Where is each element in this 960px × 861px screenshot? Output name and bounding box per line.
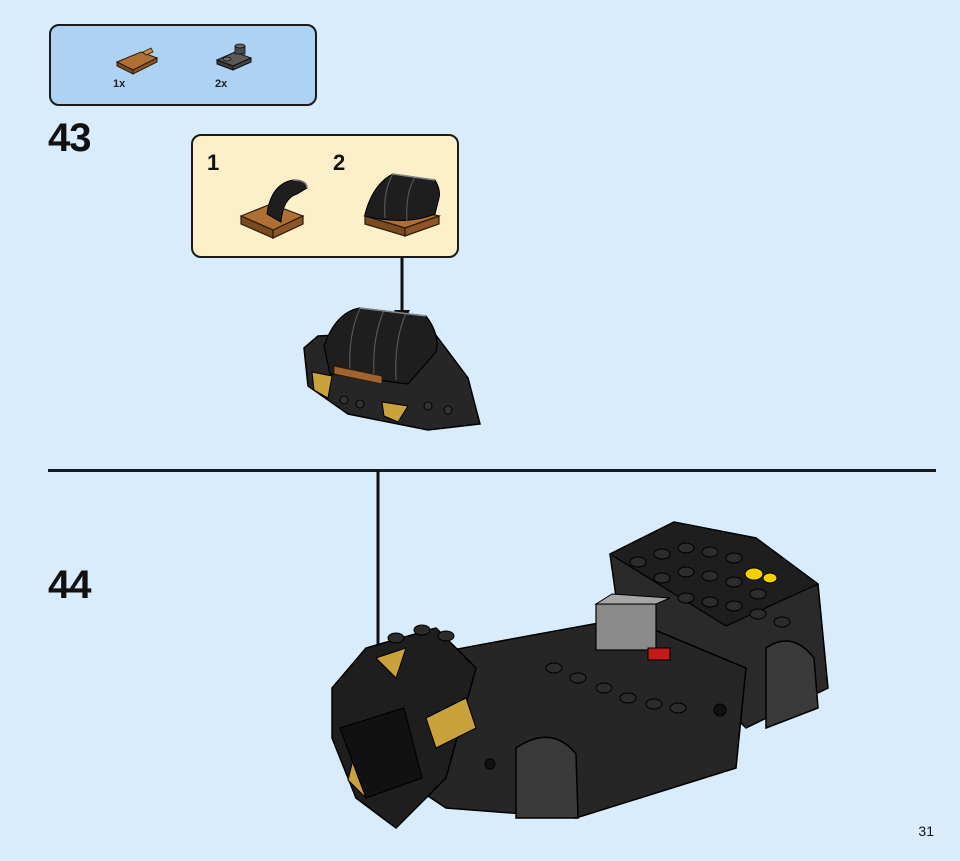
part-qty-2: 2x (215, 78, 228, 90)
substep-box: 1 2 (191, 134, 459, 258)
parts-list-box: 1x 2x (49, 24, 317, 106)
brown-plate-part (115, 47, 159, 75)
substep-2-assembly (362, 173, 442, 237)
substep-label-2: 2 (333, 150, 346, 175)
step-number-44: 44 (48, 563, 91, 607)
substep-label-1: 1 (207, 150, 220, 175)
substep-1-assembly (239, 179, 308, 239)
dark-grey-plate-part (215, 43, 253, 71)
step-43-assembly (303, 307, 481, 431)
car-model (331, 521, 829, 829)
page-number: 31 (918, 823, 934, 839)
step-number-43: 43 (48, 116, 91, 160)
step-divider (48, 469, 936, 472)
part-qty-1: 1x (113, 78, 126, 90)
